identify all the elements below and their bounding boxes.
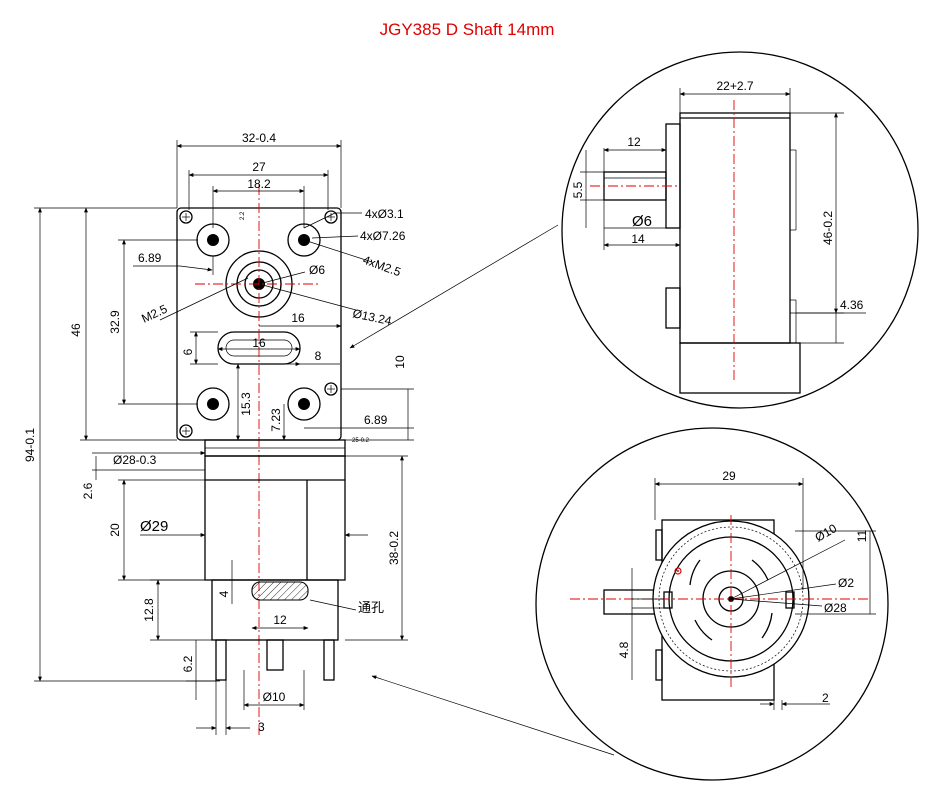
callout-d13: Ø13.24	[351, 306, 393, 328]
dim-46: 46	[69, 323, 83, 337]
dim-6-89-left: 6.89	[138, 251, 162, 265]
dim-d28: Ø28	[824, 601, 847, 615]
dim-27: 27	[252, 160, 266, 174]
dim-4-36: 4.36	[840, 298, 864, 312]
dim-shaft-d6: Ø6	[632, 213, 652, 230]
dim-25: 25-0.2	[352, 438, 370, 444]
dim-12-vent: 12	[273, 613, 287, 627]
dim-22: 22+2.7	[716, 79, 753, 93]
dim-11: 11	[855, 529, 869, 542]
dim-16-inner: 16	[252, 336, 266, 350]
dim-46-side: 46-0.2	[821, 211, 835, 245]
corner-screw-icon	[179, 210, 338, 438]
mount-hole-icon	[196, 223, 321, 421]
dim-6-89-right: 6.89	[364, 413, 388, 427]
side-detail: 22+2.7 12 5.5 Ø6 14 46-0.2 4.36	[561, 51, 919, 409]
detail-circle-top	[561, 51, 919, 409]
motor-view: Ø28-0.3 2.6 20 Ø29 38-0.2 4 通孔 12 12.8	[81, 439, 615, 756]
dim-4: 4	[217, 590, 231, 597]
dim-d2: Ø2	[838, 576, 854, 590]
drawing-title: JGY385 D Shaft 14mm	[380, 20, 555, 39]
callout-hole-31: 4xØ3.1	[365, 207, 404, 221]
dim-2-6: 2.6	[81, 482, 95, 499]
dim-12-8: 12.8	[142, 598, 156, 622]
dim-3: 3	[258, 720, 265, 734]
dim-14: 14	[631, 232, 645, 246]
end-detail: 29 Ø10 11 Ø2 Ø28 4.8 2	[535, 427, 889, 781]
dim-4-8: 4.8	[617, 641, 631, 658]
label-through-hole: 通孔	[358, 601, 384, 616]
dim-2: 2	[822, 691, 829, 705]
dim-18-2: 18.2	[247, 177, 271, 191]
dim-8: 8	[315, 349, 322, 363]
dim-d29: Ø29	[140, 518, 168, 535]
dim-2-2: 2.2	[240, 211, 246, 220]
detail-circle-bottom	[535, 427, 889, 781]
front-view: 32-0.4 27 18.2 2.2 4xØ3.1 4xØ7.26 4xM2.5…	[23, 131, 559, 735]
through-hole	[251, 581, 309, 601]
dim-d28-collar: Ø28-0.3	[113, 453, 157, 467]
dim-32: 32-0.4	[242, 131, 276, 145]
dim-94: 94-0.1	[23, 428, 37, 462]
dim-15-3: 15.3	[239, 392, 253, 416]
dim-20: 20	[108, 523, 122, 537]
dim-38: 38-0.2	[387, 531, 401, 565]
dim-d10: Ø10	[263, 690, 286, 704]
callout-hole-726: 4xØ7.26	[360, 229, 406, 243]
dim-6-2: 6.2	[181, 655, 195, 672]
dim-7-23: 7.23	[269, 408, 283, 432]
dim-6: 6	[181, 348, 195, 355]
dim-16-upper: 16	[291, 311, 305, 325]
dim-end-d10: Ø10	[813, 521, 840, 545]
callout-m25: 4xM2.5	[361, 253, 403, 280]
callout-shaft-d6: Ø6	[309, 263, 325, 277]
dim-12-shaft: 12	[627, 135, 641, 149]
dim-5-5: 5.5	[571, 181, 585, 198]
dim-10: 10	[393, 355, 407, 369]
dim-32-9: 32.9	[108, 310, 122, 334]
callout-m2-5: M2.5	[139, 302, 169, 326]
dim-29: 29	[722, 469, 736, 483]
